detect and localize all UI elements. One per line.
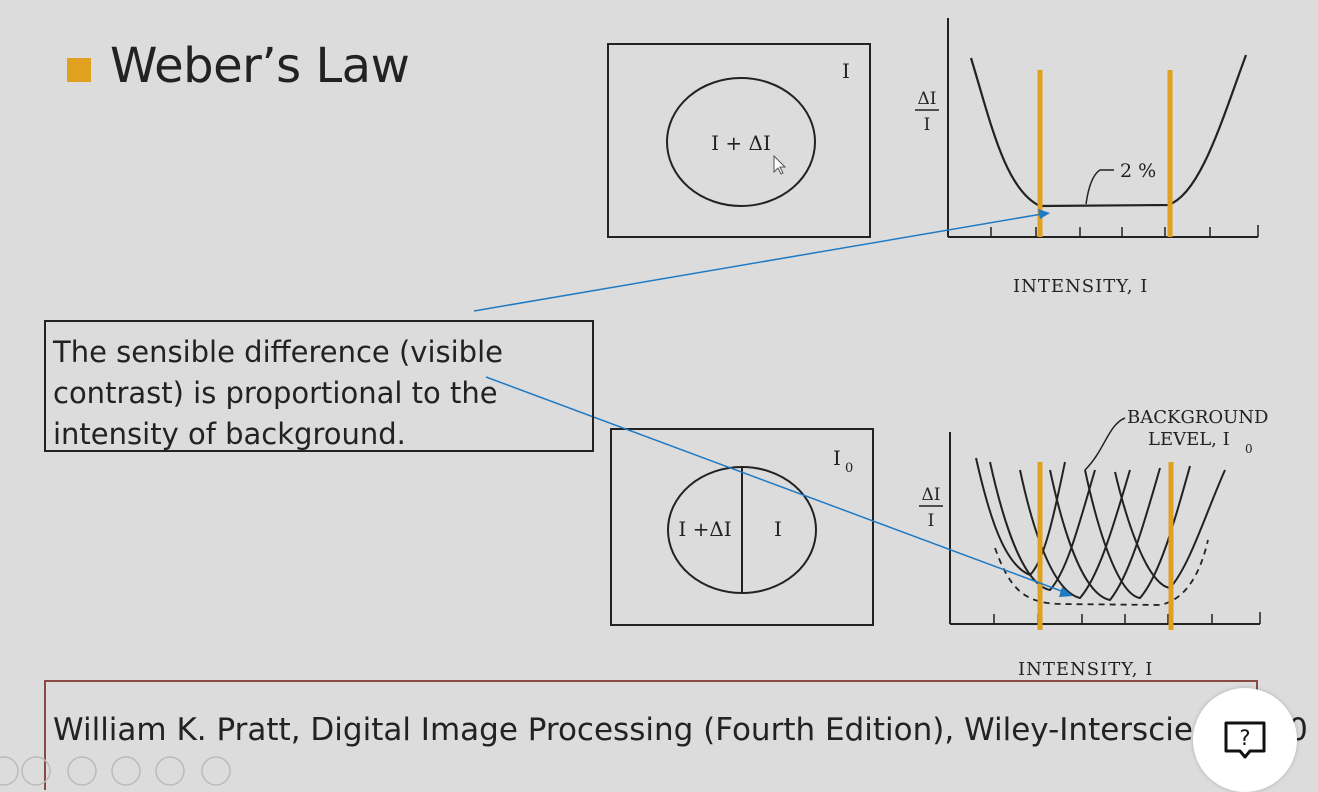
top-chart-annotation: 2 % — [1120, 160, 1156, 182]
toolbar-back-icon[interactable] — [0, 756, 19, 786]
top-weber-curve — [969, 54, 1248, 208]
bottom-background-subscript: 0 — [845, 461, 853, 476]
toolbar-next-icon[interactable] — [21, 756, 51, 786]
bottom-chart-x-ticks — [993, 612, 1261, 624]
callout-arrow-top — [473, 213, 1043, 312]
top-y-label-den: I — [924, 115, 931, 135]
bottom-annotation-line2: LEVEL, I — [1148, 429, 1230, 450]
help-button[interactable]: ? — [1193, 688, 1297, 792]
bottom-y-label-num: ΔI — [922, 485, 941, 505]
top-background-label: I — [842, 59, 850, 83]
toolbar-slides-icon[interactable] — [111, 756, 141, 786]
top-stimulus-circle — [666, 77, 816, 207]
callout-box: The sensible difference (visible contras… — [44, 320, 594, 452]
help-button-label: ? — [1239, 726, 1250, 750]
toolbar-zoom-icon[interactable] — [155, 756, 185, 786]
mouse-cursor-icon — [773, 154, 787, 175]
callout-arrowhead-top — [1038, 209, 1050, 219]
top-background-rect — [607, 43, 871, 238]
callout-arrowhead-bottom — [1059, 587, 1073, 597]
top-circle-label: I + ΔI — [711, 131, 771, 155]
top-chart-x-label: INTENSITY, I — [1013, 276, 1148, 297]
callout-arrow-bottom — [485, 376, 1065, 593]
toolbar-pen-icon[interactable] — [67, 756, 97, 786]
reference-citation: William K. Pratt, Digital Image Processi… — [44, 680, 1308, 790]
bottom-annotation-leader — [1084, 417, 1126, 471]
bottom-chart-x-label: INTENSITY, I — [1018, 659, 1153, 680]
top-y-label-num: ΔI — [918, 89, 937, 109]
bottom-y-label-den: I — [928, 511, 935, 531]
bottom-right-half-label: I — [774, 517, 782, 541]
help-chat-icon: ? — [1224, 721, 1266, 759]
slide-toolbar — [0, 756, 231, 786]
top-chart-x-ticks — [990, 225, 1259, 237]
bottom-envelope-curve — [994, 539, 1209, 606]
bottom-left-half-label: I +ΔI — [678, 517, 731, 541]
slide-title: Weber’s Law — [110, 38, 410, 94]
toolbar-more-icon[interactable] — [201, 756, 231, 786]
bottom-annotation-line1: BACKGROUND — [1127, 407, 1269, 428]
bottom-background-label: I — [833, 446, 841, 470]
bottom-annotation-subscript: 0 — [1245, 442, 1253, 456]
title-bullet — [67, 58, 91, 82]
weber-law-diagram: I I + ΔI ΔI I 2 % INTENSITY, I I 0 I +ΔI… — [473, 18, 1269, 680]
top-annotation-leader — [1085, 169, 1114, 205]
bottom-family-curves — [975, 457, 1226, 602]
bottom-background-rect — [610, 428, 874, 626]
